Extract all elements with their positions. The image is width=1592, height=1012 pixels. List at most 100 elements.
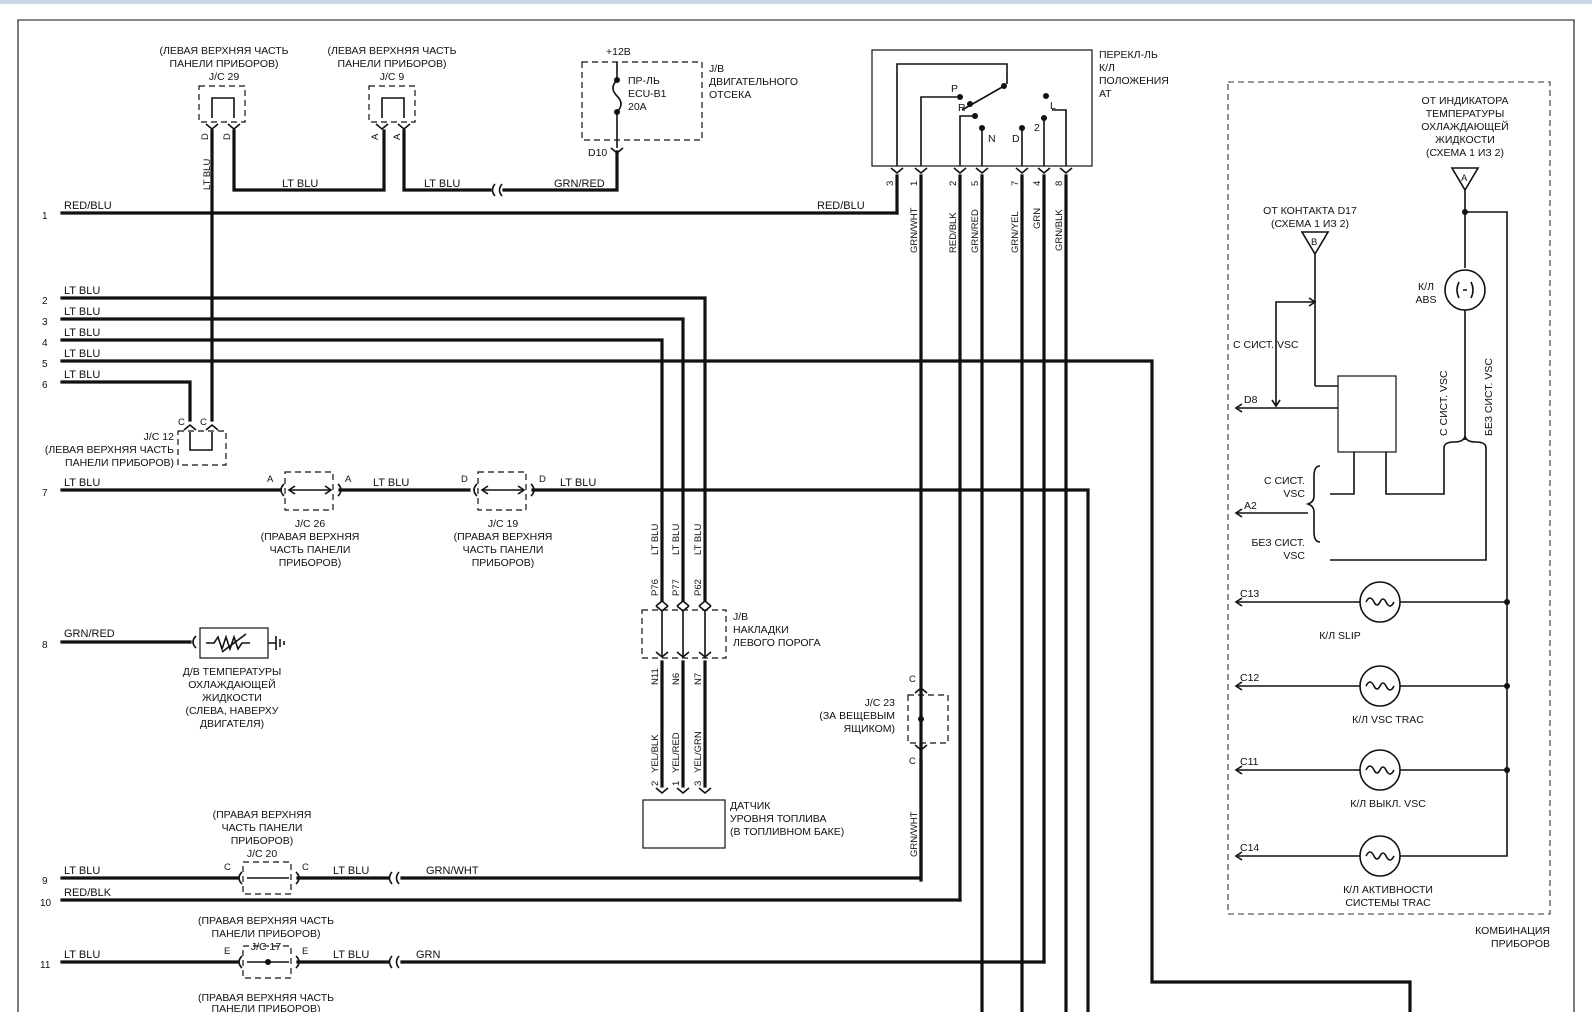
wire-2 <box>60 296 707 602</box>
act-filament <box>1365 851 1395 861</box>
jc20-below-1: (ПРАВАЯ ВЕРХНЯЯ ЧАСТЬ <box>198 915 334 927</box>
fuse-label-1: ПР-ЛЬ <box>628 75 660 87</box>
jc19-name: J/C 19 <box>488 518 519 530</box>
cluster-temp-1: ОТ ИНДИКАТОРА <box>1422 95 1509 107</box>
sill-pin-p77: P77 <box>671 579 682 596</box>
switch-pin-8: 8 <box>1054 181 1065 186</box>
jc12-pins <box>183 423 219 431</box>
wire-11-mid-color: LT BLU <box>333 949 369 961</box>
cluster-a2-arrow <box>1234 508 1243 518</box>
cluster-without-1: БЕЗ СИСТ. <box>1252 537 1305 549</box>
sill-wire-top-1: LT BLU <box>650 524 661 555</box>
jc26-location-2: ЧАСТЬ ПАНЕЛИ <box>270 544 351 556</box>
jc12-box <box>177 430 227 466</box>
sill-pins-bottom <box>655 651 712 659</box>
slip-filament <box>1365 597 1395 607</box>
cluster-with-1: С СИСТ. <box>1264 475 1305 487</box>
jc9-junction: (ЛЕВАЯ ВЕРХНЯЯ ЧАСТЬ ПАНЕЛИ ПРИБОРОВ) J/… <box>327 45 456 140</box>
jc23-pin-c2: C <box>909 756 916 767</box>
sensor-label-5: ДВИГАТЕЛЯ) <box>200 718 264 730</box>
cluster-d17-2: (СХЕМА 1 ИЗ 2) <box>1271 218 1349 230</box>
wire-ltblu-jc9-out <box>402 129 492 192</box>
wire-8-number: 8 <box>42 640 48 651</box>
jb-engine-title-1: J/B <box>709 63 724 75</box>
jc20-location-1: (ПРАВАЯ ВЕРХНЯЯ <box>213 809 312 821</box>
cluster-arrow-right <box>1308 297 1317 307</box>
trac-filament <box>1365 681 1395 691</box>
jc26-location-3: ПРИБОРОВ) <box>279 557 341 569</box>
switch-pin-2: 2 <box>948 181 959 186</box>
jc12-junction: C C J/C 12 (ЛЕВАЯ ВЕРХНЯЯ ЧАСТЬ ПАНЕЛИ П… <box>45 417 227 469</box>
switch-pin-4: 4 <box>1032 181 1043 186</box>
jc12-pin-c2: C <box>200 417 207 428</box>
cluster-temp-5: (СХЕМА 1 ИЗ 2) <box>1426 147 1504 159</box>
jc20-box <box>242 861 292 895</box>
jc12-location-2: ПАНЕЛИ ПРИБОРОВ) <box>65 457 174 469</box>
cluster-d8-arrow <box>1234 403 1243 413</box>
switch-title-2: К/Л <box>1099 62 1115 74</box>
slip-pin: C13 <box>1240 588 1259 600</box>
switch-wire-grnwht: GRN/WHT <box>909 207 920 253</box>
cluster-d8: D8 <box>1244 394 1258 406</box>
wire-6-number: 6 <box>42 380 48 391</box>
switch-r-node-a <box>967 101 973 107</box>
switch-r-lead <box>959 115 972 166</box>
cluster-without-vsc-vert: БЕЗ СИСТ. VSC <box>1483 358 1495 436</box>
cluster-temp-2: ТЕМПЕРАТУРЫ <box>1426 108 1505 120</box>
sill-box <box>641 609 727 659</box>
wire-1-color: RED/BLU <box>64 200 112 212</box>
switch-2-node <box>1041 115 1047 121</box>
jc19-location-2: ЧАСТЬ ПАНЕЛИ <box>463 544 544 556</box>
jc12-name: J/C 12 <box>144 431 175 443</box>
diagram-frame <box>17 19 1575 1012</box>
wire-ltblu-jc29-jc9 <box>232 129 386 192</box>
cluster-brace-left <box>1305 465 1321 543</box>
wire-label-ltblu-b: LT BLU <box>424 178 460 190</box>
jc23-pin-c1: C <box>909 674 916 685</box>
wire-label-ltblu-a: LT BLU <box>282 178 318 190</box>
jc19-location-3: ПРИБОРОВ) <box>472 557 534 569</box>
jc19-pin-d1: D <box>461 474 468 485</box>
cluster-name-2: ПРИБОРОВ <box>1491 938 1550 950</box>
switch-common-lead <box>896 63 1008 166</box>
jc9-box <box>368 85 416 123</box>
jb-engine-title-2: ДВИГАТЕЛЬНОГО <box>709 76 798 88</box>
jc26-pin-a1: A <box>267 474 274 485</box>
switch-wire-redblk: RED/BLK <box>948 212 959 253</box>
switch-l-node <box>1043 93 1049 99</box>
abs-lamp-filament <box>1456 281 1474 299</box>
cluster-box <box>1227 81 1551 915</box>
act-pin: C14 <box>1240 842 1259 854</box>
slip-label: К/Л SLIP <box>1319 630 1361 642</box>
sill-title-1: J/B <box>733 611 748 623</box>
switch-title-4: АТ <box>1099 88 1112 100</box>
act-label-1: К/Л АКТИВНОСТИ <box>1343 884 1433 896</box>
jc9-name: J/C 9 <box>380 71 405 83</box>
wire-11-color: LT BLU <box>64 949 100 961</box>
switch-pos-r: R <box>958 102 966 114</box>
wire-7-end-color: LT BLU <box>560 477 596 489</box>
cluster-ref-b-triangle <box>1300 231 1330 256</box>
vscoff-pin: C11 <box>1240 756 1259 768</box>
wire-4-color: LT BLU <box>64 327 100 339</box>
wire-1-end-color: RED/BLU <box>817 200 865 212</box>
jc17-pin-e2: E <box>302 946 308 957</box>
sensor-variable-arrow <box>221 633 247 653</box>
connector-inline-9 <box>388 871 400 885</box>
abs-label-2: ABS <box>1415 294 1436 306</box>
wire-5 <box>60 359 1412 1012</box>
switch-pos-n: N <box>988 133 996 145</box>
cluster-temp-feed <box>1464 190 1508 602</box>
cluster-name-1: КОМБИНАЦИЯ <box>1475 925 1550 937</box>
switch-n-node <box>979 125 985 131</box>
wire-6-color: LT BLU <box>64 369 100 381</box>
jc29-location: (ЛЕВАЯ ВЕРХНЯЯ ЧАСТЬ <box>159 45 288 57</box>
jc29-box <box>198 85 246 123</box>
sill-title-3: ЛЕВОГО ПОРОГА <box>733 637 821 649</box>
switch-pos-2: 2 <box>1034 122 1040 134</box>
wire-3-number: 3 <box>42 317 48 328</box>
jc17-node <box>265 959 271 965</box>
sensor-label-3: ЖИДКОСТИ <box>202 692 262 704</box>
cluster-brace-top <box>1443 435 1487 449</box>
wire-7-color: LT BLU <box>64 477 100 489</box>
